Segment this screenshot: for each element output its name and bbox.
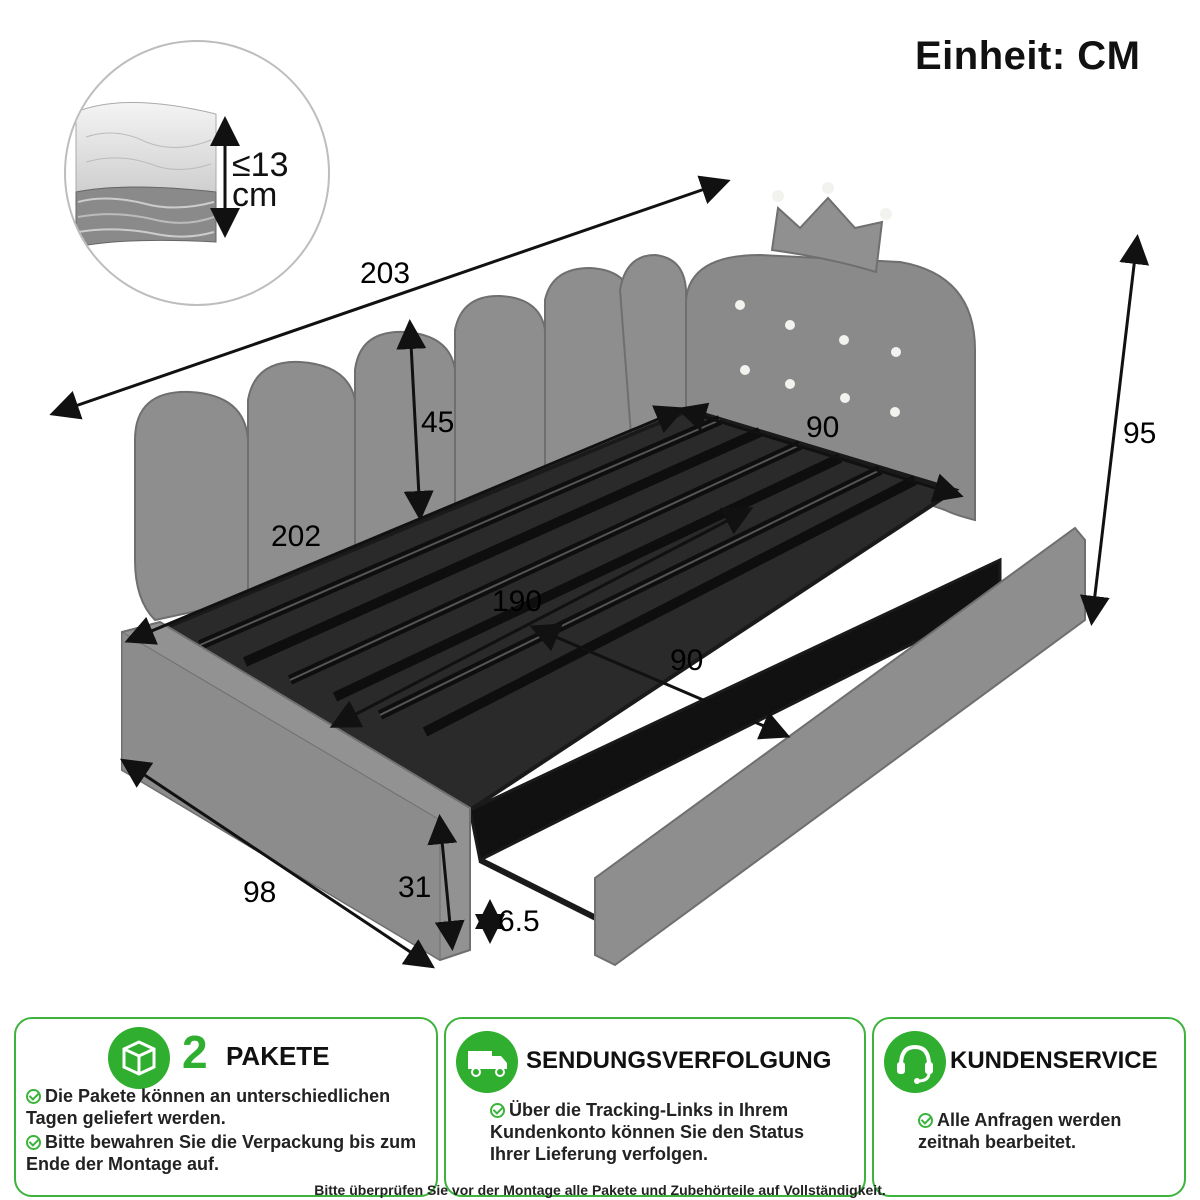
check-icon: [26, 1135, 41, 1150]
packages-item-2: Bitte bewahren Sie die Verpackung bis zu…: [26, 1132, 417, 1174]
unit-title: Einheit: CM: [915, 34, 1141, 78]
package-icon: [108, 1027, 170, 1089]
dim-trundle-width: 90: [670, 644, 703, 677]
bed-illustration: 203 95 45 202 90 190 90 98 31 6.5: [49, 116, 1156, 969]
dim-backrest-height: 45: [421, 406, 454, 439]
packages-count: 2: [182, 1026, 208, 1078]
tracking-item-1: Über die Tracking-Links in Ihrem Kundenk…: [490, 1100, 805, 1164]
delivery-truck-icon: [456, 1031, 518, 1093]
customer-service-title: KUNDENSERVICE: [950, 1047, 1158, 1074]
dim-headboard-width: 90: [806, 411, 839, 444]
packages-item-1: Die Pakete können an unterschiedlichen T…: [26, 1086, 391, 1128]
customer-service-item-1: Alle Anfragen werden zeitnah bearbeitet.: [918, 1110, 1122, 1152]
footer-note: Bitte überprüfen Sie vor der Montage all…: [314, 1182, 886, 1198]
dim-backrest-length: 202: [271, 520, 321, 553]
dim-clearance: 6.5: [498, 905, 540, 938]
packages-title: PAKETE: [226, 1041, 330, 1071]
dimension-arrows: [49, 175, 1150, 969]
dim-total-height: 95: [1123, 417, 1156, 450]
panel-packages: 2 PAKETE Die Pakete können an unterschie…: [14, 1017, 438, 1197]
dim-depth: 98: [243, 876, 276, 909]
dim-total-length: 203: [360, 257, 410, 290]
dim-inner-length: 190: [492, 585, 542, 618]
headset-icon: [884, 1031, 946, 1093]
check-icon: [26, 1089, 41, 1104]
dim-side-height: 31: [398, 871, 431, 904]
check-icon: [918, 1113, 933, 1128]
tracking-title: SENDUNGSVERFOLGUNG: [526, 1047, 832, 1074]
check-icon: [490, 1103, 505, 1118]
panel-tracking: SENDUNGSVERFOLGUNG Über die Tracking-Lin…: [444, 1017, 866, 1197]
panel-customer-service: KUNDENSERVICE Alle Anfragen werden zeitn…: [872, 1017, 1186, 1197]
